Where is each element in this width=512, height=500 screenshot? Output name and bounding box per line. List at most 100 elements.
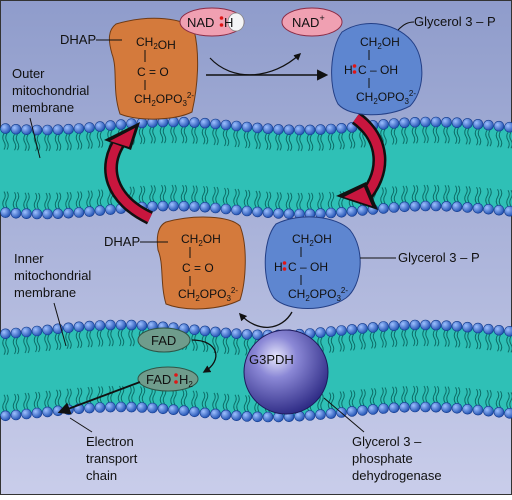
phospholipid-head bbox=[347, 206, 357, 216]
phospholipid-head bbox=[368, 404, 378, 414]
phospholipid-head bbox=[463, 118, 473, 128]
phospholipid-head bbox=[1, 329, 11, 339]
phospholipid-head bbox=[158, 201, 168, 211]
phospholipid-head bbox=[43, 407, 53, 417]
nadh-molecule: NAD H bbox=[180, 8, 244, 36]
phospholipid-head bbox=[53, 209, 63, 219]
phospholipid-head bbox=[284, 209, 294, 219]
phospholipid-head bbox=[221, 204, 231, 214]
hydrogen-dot-icon bbox=[220, 16, 224, 20]
phospholipid-head bbox=[232, 205, 242, 215]
phospholipid-head bbox=[410, 117, 420, 127]
svg-text:Glycerol 3 –: Glycerol 3 – bbox=[352, 434, 422, 449]
svg-text:chain: chain bbox=[86, 468, 117, 483]
phospholipid-head bbox=[400, 320, 410, 330]
phospholipid-head bbox=[221, 328, 231, 338]
hydrogen-dot-icon bbox=[174, 373, 178, 377]
phospholipid-head bbox=[200, 326, 210, 336]
svg-text:Inner: Inner bbox=[14, 251, 44, 266]
phospholipid-head bbox=[316, 328, 326, 338]
nad-plus-molecule: NAD+ bbox=[282, 8, 342, 36]
phospholipid-head bbox=[22, 327, 32, 337]
phospholipid-head bbox=[494, 121, 504, 131]
phospholipid-head bbox=[127, 402, 137, 412]
phospholipid-head bbox=[179, 201, 189, 211]
phospholipid-head bbox=[326, 409, 336, 419]
phospholipid-head bbox=[263, 208, 273, 218]
phospholipid-head bbox=[200, 118, 210, 128]
phospholipid-head bbox=[295, 125, 305, 135]
phospholipid-head bbox=[211, 409, 221, 419]
phospholipid-head bbox=[347, 324, 357, 334]
phospholipid-head bbox=[64, 124, 74, 134]
phospholipid-head bbox=[431, 402, 441, 412]
dhap-top-line2: C = O bbox=[137, 65, 169, 79]
phospholipid-head bbox=[316, 125, 326, 135]
phospholipid-head bbox=[85, 123, 95, 133]
hydrogen-dot-icon bbox=[353, 64, 357, 68]
phospholipid-head bbox=[95, 403, 105, 413]
phospholipid-head bbox=[53, 125, 63, 135]
phospholipid-head bbox=[326, 327, 336, 337]
phospholipid-head bbox=[410, 320, 420, 330]
phospholipid-head bbox=[127, 320, 137, 330]
phospholipid-head bbox=[484, 204, 494, 214]
phospholipid-head bbox=[32, 209, 42, 219]
phospholipid-head bbox=[242, 122, 252, 132]
phospholipid-head bbox=[106, 121, 116, 131]
phospholipid-head bbox=[253, 123, 263, 133]
phospholipid-head bbox=[137, 321, 147, 331]
svg-text:mitochondrial: mitochondrial bbox=[14, 268, 91, 283]
phospholipid-head bbox=[337, 123, 347, 133]
phospholipid-head bbox=[389, 119, 399, 129]
phospholipid-head bbox=[400, 402, 410, 412]
dhap-bottom-label: DHAP bbox=[104, 234, 140, 249]
phospholipid-head bbox=[473, 405, 483, 415]
phospholipid-head bbox=[410, 201, 420, 211]
phospholipid-head bbox=[379, 404, 389, 414]
phospholipid-head bbox=[421, 402, 431, 412]
phospholipid-head bbox=[452, 202, 462, 212]
phospholipid-head bbox=[316, 410, 326, 420]
phospholipid-head bbox=[106, 402, 116, 412]
hydrogen-dot-icon bbox=[220, 23, 224, 27]
glycerol3p-top-h: H bbox=[344, 63, 353, 77]
phospholipid-head bbox=[95, 321, 105, 331]
phospholipid-head bbox=[442, 403, 452, 413]
g3pdh-enzyme: G3PDH bbox=[244, 330, 328, 414]
phospholipid-head bbox=[253, 412, 263, 422]
svg-text:membrane: membrane bbox=[12, 100, 74, 115]
phospholipid-head bbox=[452, 321, 462, 331]
phospholipid-head bbox=[431, 117, 441, 127]
dhap-bottom-line2: C = O bbox=[182, 261, 214, 275]
phospholipid-head bbox=[263, 412, 273, 422]
phospholipid-head bbox=[74, 322, 84, 332]
phospholipid-head bbox=[263, 124, 273, 134]
phospholipid-head bbox=[43, 209, 53, 219]
phospholipid-head bbox=[200, 202, 210, 212]
phospholipid-head bbox=[274, 124, 284, 134]
phospholipid-head bbox=[473, 203, 483, 213]
phospholipid-head bbox=[421, 320, 431, 330]
phospholipid-head bbox=[11, 124, 21, 134]
g3pdh-sphere bbox=[244, 330, 328, 414]
phospholipid-head bbox=[11, 328, 21, 338]
svg-text:mitochondrial: mitochondrial bbox=[12, 83, 89, 98]
phospholipid-head bbox=[106, 320, 116, 330]
phospholipid-head bbox=[431, 201, 441, 211]
phospholipid-head bbox=[431, 320, 441, 330]
phospholipid-head bbox=[389, 403, 399, 413]
phospholipid-head bbox=[116, 320, 126, 330]
phospholipid-head bbox=[389, 203, 399, 213]
phospholipid-head bbox=[347, 406, 357, 416]
phospholipid-head bbox=[463, 202, 473, 212]
phospholipid-head bbox=[484, 406, 494, 416]
phospholipid-head bbox=[284, 125, 294, 135]
phospholipid-head bbox=[379, 119, 389, 129]
svg-text:Electron: Electron bbox=[86, 434, 134, 449]
phospholipid-head bbox=[1, 411, 11, 421]
phospholipid-head bbox=[326, 124, 336, 134]
phospholipid-head bbox=[505, 326, 512, 336]
svg-text:membrane: membrane bbox=[14, 285, 76, 300]
